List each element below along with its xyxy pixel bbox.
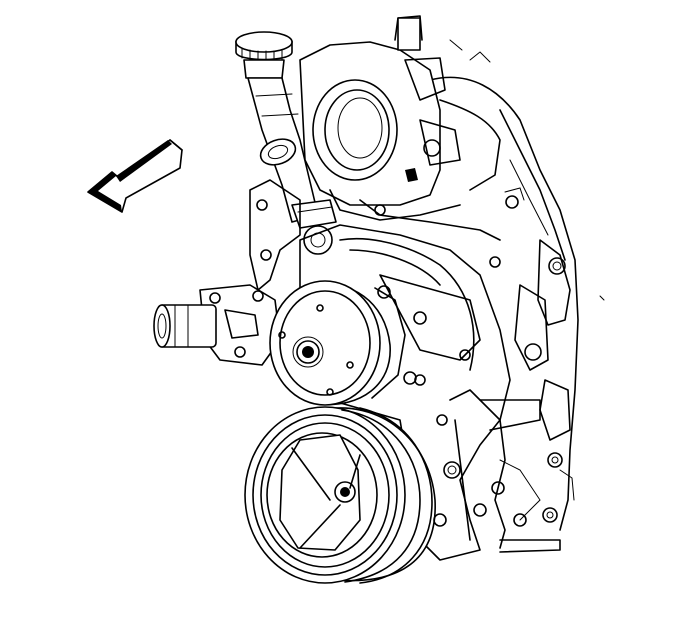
radiator-cap <box>235 31 293 79</box>
engine-block <box>429 39 605 531</box>
crankshaft-balancer <box>244 406 447 584</box>
water-pump-pulley <box>269 280 417 406</box>
throttle-body <box>299 15 525 268</box>
direction-arrow <box>87 139 183 213</box>
coolant-inlet-tube <box>247 77 337 229</box>
thermostat-housing-outlet <box>153 284 281 366</box>
